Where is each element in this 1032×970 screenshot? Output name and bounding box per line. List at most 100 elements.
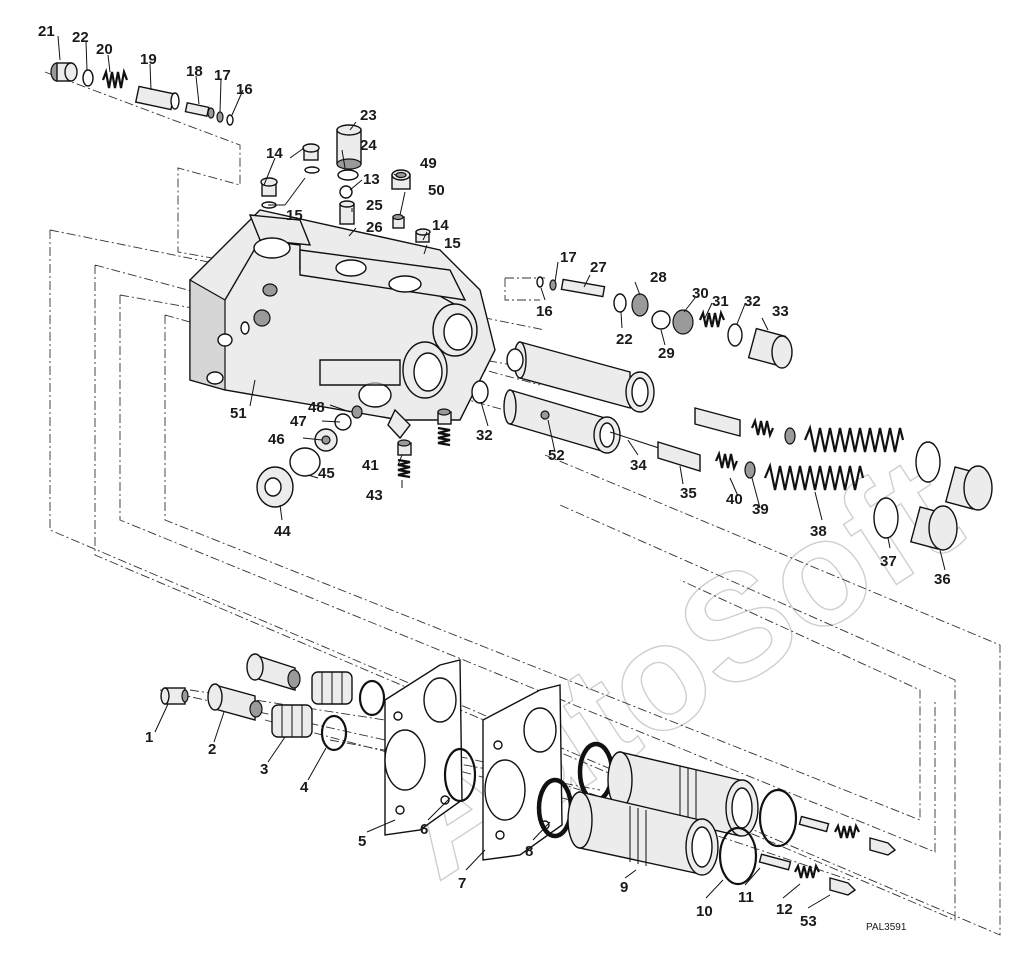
sleeve-52: [503, 389, 621, 454]
callout-41: 41: [362, 457, 379, 474]
plug-41: [397, 439, 412, 456]
o-ring-32-upper: [727, 323, 743, 347]
plug-33: [747, 327, 793, 369]
washer-48: [351, 405, 363, 419]
callout-37: 37: [880, 553, 897, 570]
callout-39: 39: [752, 501, 769, 518]
callout-52: 52: [548, 447, 565, 464]
callout-48: 48: [308, 399, 325, 416]
callout-16: 16: [236, 81, 253, 98]
washer-28: [631, 293, 649, 317]
washer-39: [744, 461, 756, 479]
callout-38: 38: [810, 523, 827, 540]
callout-13: 13: [363, 171, 380, 188]
ball-29: [651, 310, 671, 330]
callout-10: 10: [696, 903, 713, 920]
callout-46: 46: [268, 431, 285, 448]
callout-50: 50: [428, 182, 445, 199]
guide-35: [657, 441, 701, 472]
piston-9: [567, 791, 719, 876]
spring-40: [714, 450, 739, 472]
retainer-2: [207, 683, 263, 721]
cap-21: [50, 62, 78, 82]
valve-body-51: [189, 209, 496, 440]
o-ring-16: [226, 114, 234, 126]
seal-3: [271, 704, 313, 738]
o-ring-45: [289, 447, 321, 477]
plug-50: [392, 213, 405, 229]
callout-36: 36: [934, 571, 951, 588]
front-small-parts: [256, 405, 452, 508]
callout-51: 51: [230, 405, 247, 422]
callout-6: 6: [420, 821, 428, 838]
callout-11: 11: [738, 889, 754, 906]
callout-19: 19: [140, 51, 157, 68]
callout-17: 17: [214, 67, 231, 84]
callout-16-right: 16: [536, 303, 553, 320]
plug-14-left: [260, 177, 278, 209]
spring-upper-large: [803, 424, 905, 453]
pin-18: [184, 101, 215, 119]
spring-38: [763, 462, 865, 491]
callout-24: 24: [360, 137, 377, 154]
callout-14-right: 14: [432, 217, 449, 234]
o-ring-16-right: [536, 276, 544, 288]
tip-upper: [869, 837, 897, 856]
gasket-7: [482, 684, 563, 861]
spring-43-right: [437, 426, 451, 447]
callout-23: 23: [360, 107, 377, 124]
callout-3: 3: [260, 761, 268, 778]
ring-upper-c: [758, 788, 798, 848]
figure-id: PAL3591: [866, 922, 907, 933]
plug-41-right: [437, 408, 452, 425]
spring-upper-lower: [834, 822, 860, 839]
pin-27: [560, 278, 606, 298]
plug-46: [314, 428, 338, 452]
fitting-1: [160, 687, 189, 705]
callout-12: 12: [776, 901, 793, 918]
callout-45: 45: [318, 465, 335, 482]
washer-17-right: [549, 279, 557, 291]
ring-4: [320, 714, 348, 752]
callout-20: 20: [96, 41, 113, 58]
spring-upper-small: [750, 417, 775, 439]
washer-17: [216, 111, 224, 123]
pin-upper: [798, 815, 830, 833]
tip-53: [829, 877, 857, 896]
o-ring-22-right: [613, 293, 627, 313]
gasket-5: [384, 659, 463, 836]
spring-31: [698, 309, 726, 328]
top-plugs-group: [260, 124, 431, 258]
callout-32-upper: 32: [744, 293, 761, 310]
pin-11: [758, 853, 792, 871]
callout-28: 28: [650, 269, 667, 286]
callout-15: 15: [286, 207, 303, 224]
callout-49: 49: [420, 155, 437, 172]
spool-19: [134, 85, 180, 111]
plug-upper-right: [944, 465, 993, 511]
callout-17-right: 17: [560, 249, 577, 266]
relief-cartridge-group: [50, 62, 234, 126]
seal-upper: [311, 671, 353, 705]
ball-13: [339, 185, 353, 199]
callout-14: 14: [266, 145, 283, 162]
ring-6: [443, 747, 477, 803]
callout-29: 29: [658, 345, 675, 362]
callout-4: 4: [300, 779, 309, 796]
spring-12: [794, 862, 820, 879]
ring-10: [718, 826, 758, 886]
plug-44: [256, 466, 294, 508]
callout-44: 44: [274, 523, 291, 540]
callout-35: 35: [680, 485, 697, 502]
callout-15-right: 15: [444, 235, 461, 252]
spool-cartridges: [471, 341, 993, 551]
callout-30: 30: [692, 285, 709, 302]
callout-8: 8: [525, 843, 533, 860]
washer-upper: [784, 427, 796, 445]
spring-43: [397, 458, 411, 479]
o-ring-24: [337, 169, 359, 181]
callout-43: 43: [366, 487, 383, 504]
o-ring-upper-right: [915, 441, 941, 483]
